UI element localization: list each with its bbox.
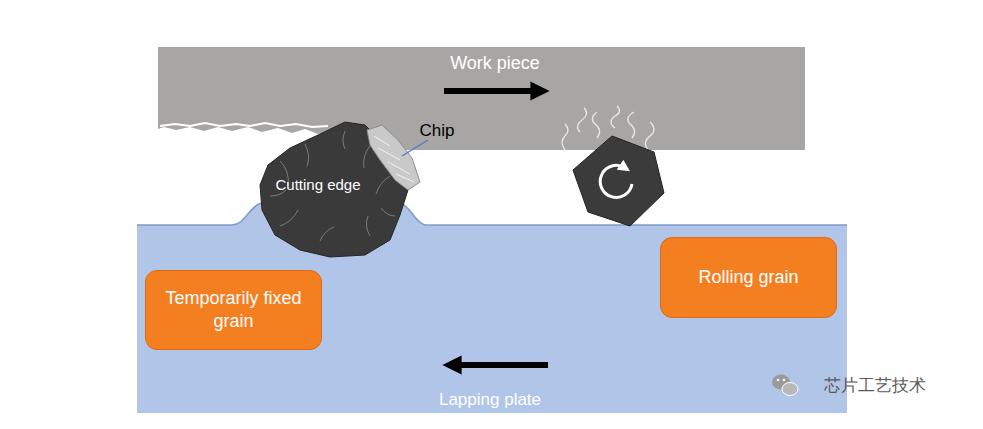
chip-leader-line (402, 140, 428, 156)
node-text: Work piece (450, 53, 540, 74)
grain-type-box: Temporarily fixed grain (145, 270, 322, 350)
work-piece-body (158, 47, 805, 150)
watermark: 芯片工艺技术 (824, 374, 926, 397)
node-text: Rolling grain (698, 266, 798, 289)
work-piece-motion-arrow (444, 88, 540, 94)
rolling-grain (573, 136, 664, 226)
node-text: Cutting edge (275, 176, 360, 193)
lapping-plate-surface (137, 203, 847, 225)
lapping-plate-motion-arrow (452, 362, 548, 368)
chip-label: Chip (420, 121, 455, 141)
work-piece-band: Work piece (158, 47, 805, 150)
chip (367, 125, 420, 190)
wechat-icon (772, 375, 798, 396)
lapping-plate-body (137, 203, 847, 413)
node-text: Lapping plate (439, 390, 541, 410)
fixed-grain-rock: Cutting edge (250, 116, 425, 258)
work-piece-scratch (160, 123, 328, 127)
chip-texture (374, 136, 414, 182)
grain-type-box: Rolling grain (660, 237, 837, 318)
node-text: Temporarily fixed grain (156, 287, 311, 334)
rotation-arrow (600, 165, 632, 197)
lapping-plate-band: Lapping plate Temporarily fixed grain Roll… (137, 225, 847, 413)
